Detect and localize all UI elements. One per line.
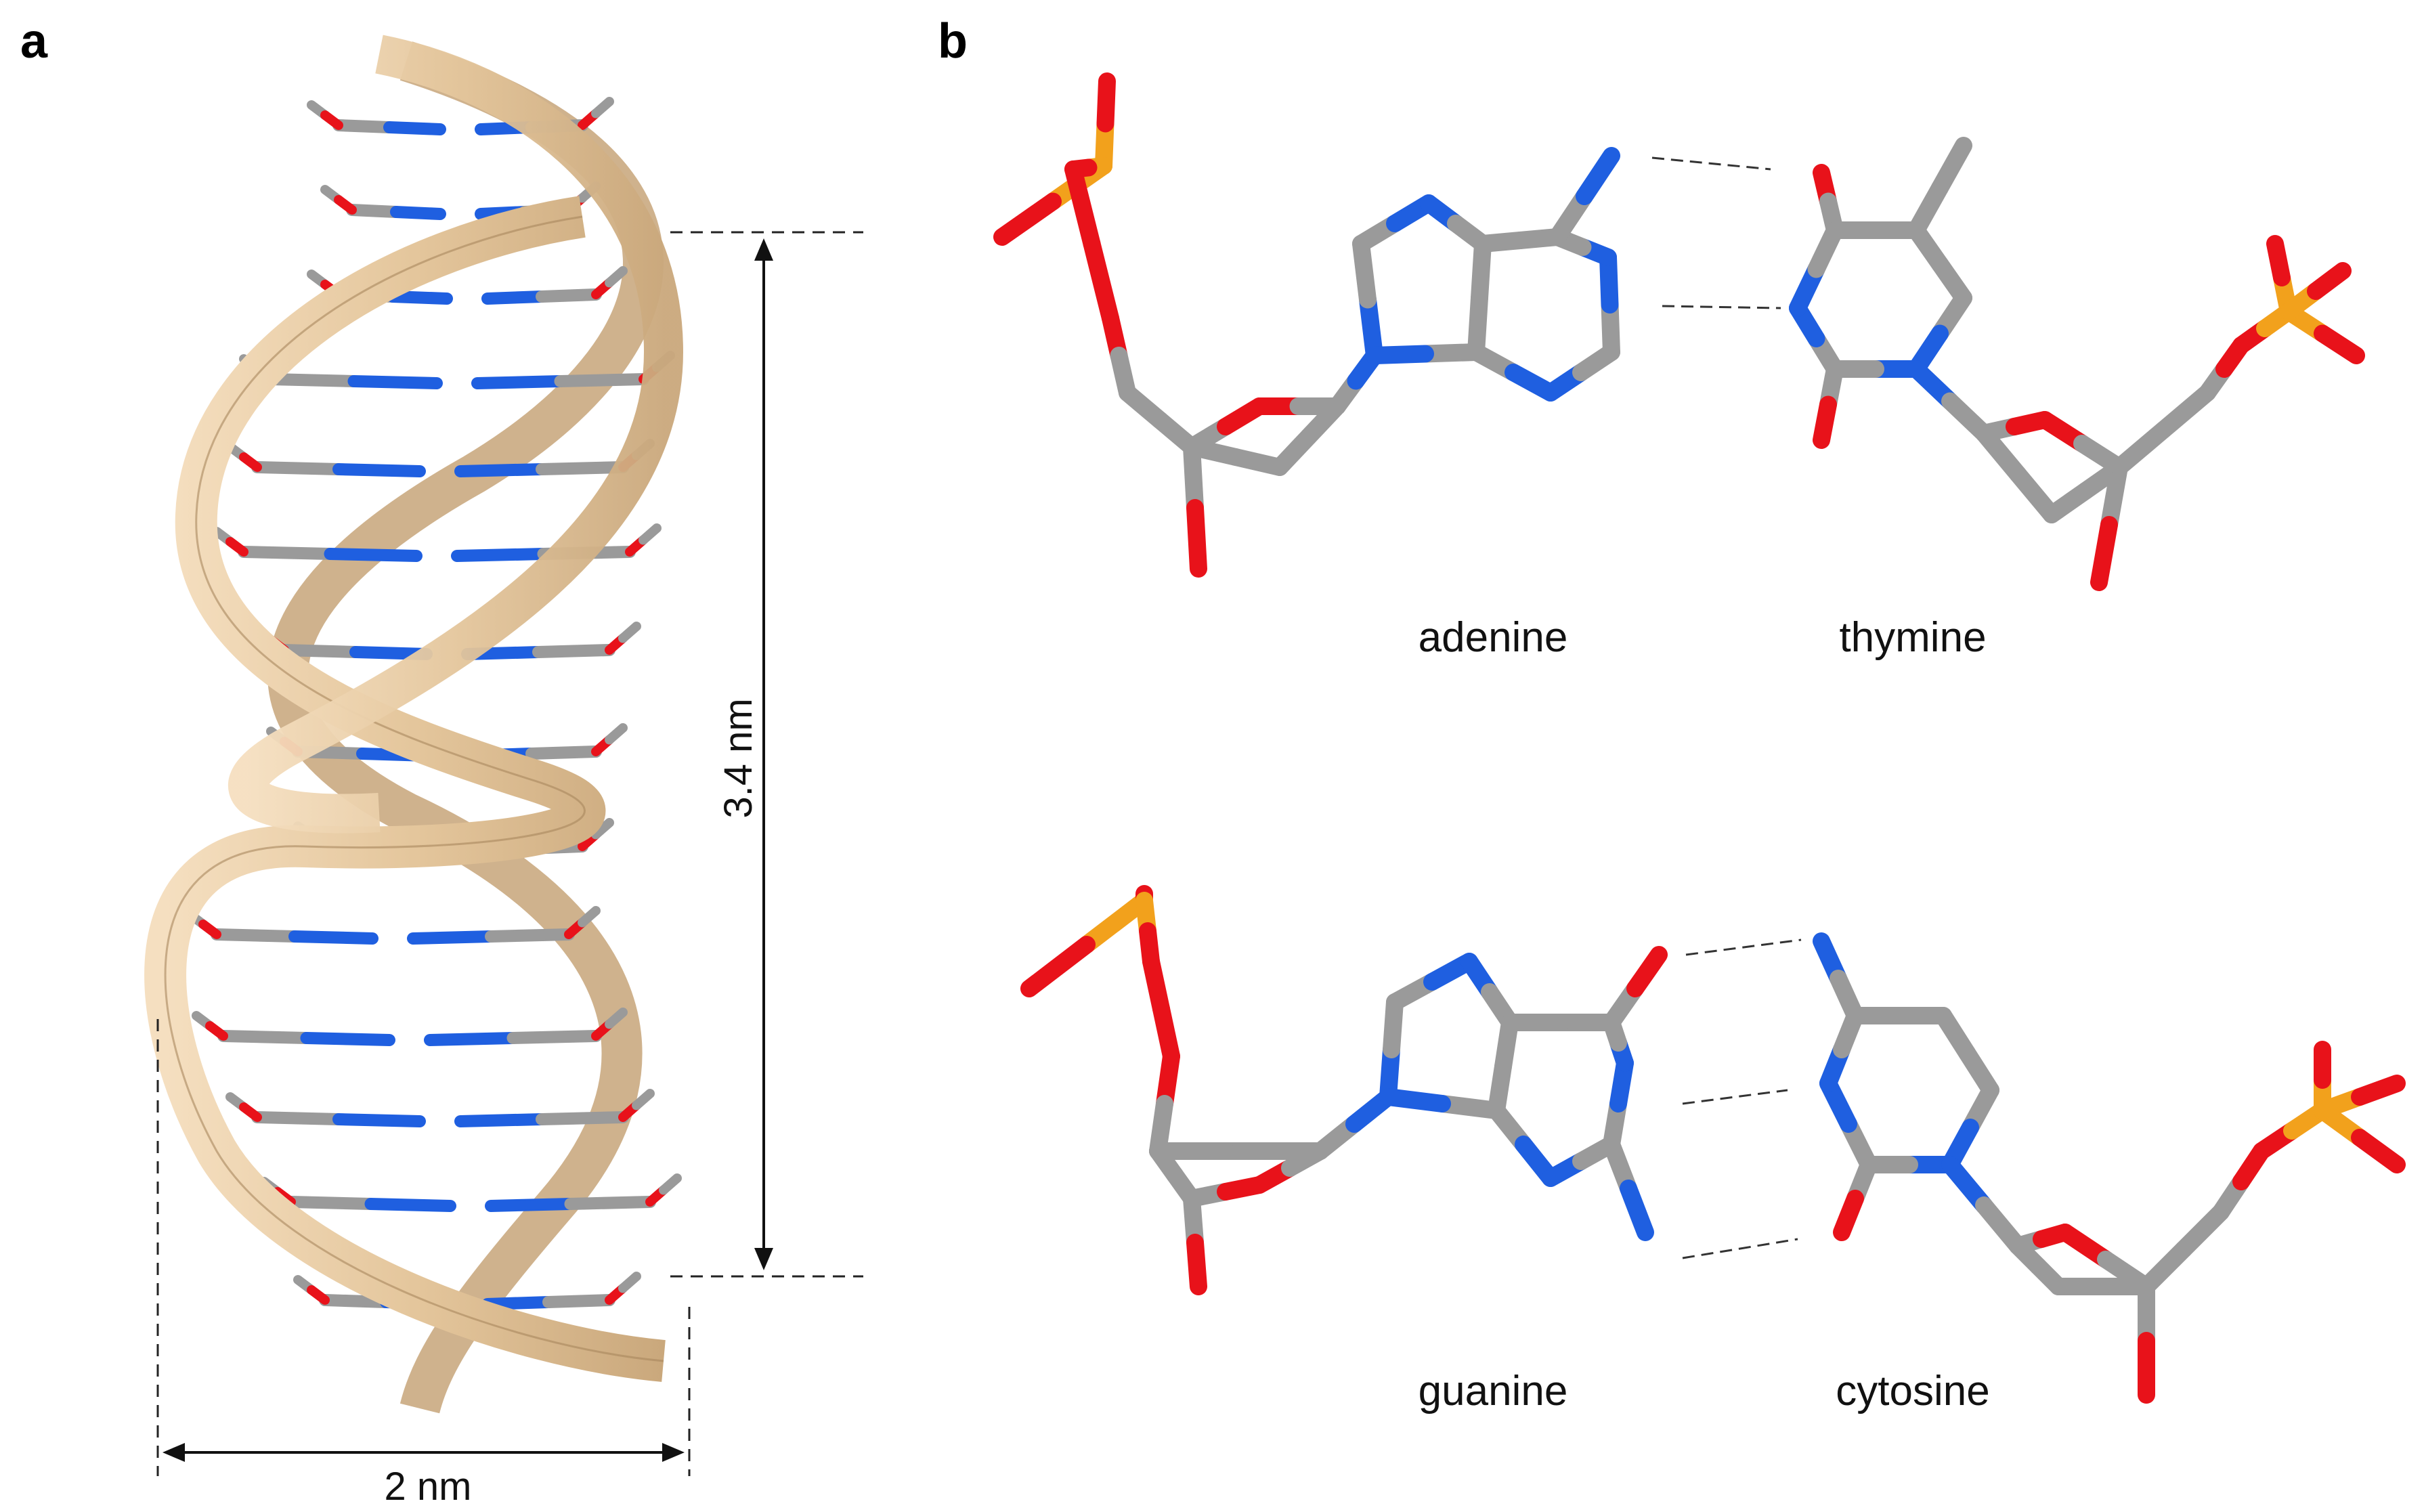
helix-base-pair-rung	[225, 439, 655, 477]
width-label: 2 nm	[385, 1465, 472, 1509]
cytosine-label: cytosine	[1836, 1368, 1989, 1414]
guanine-label: guanine	[1419, 1368, 1568, 1414]
dna-double-helix	[144, 35, 684, 1414]
helix-base-pair-rung	[225, 1089, 655, 1127]
thymine-molecule	[1789, 137, 2365, 591]
guanine-molecule	[1020, 885, 1668, 1295]
adenine-molecule	[993, 72, 1620, 578]
cytosine-molecule	[1813, 932, 2406, 1404]
thymine-label: thymine	[1839, 614, 1986, 661]
panel-a-letter: a	[20, 14, 48, 68]
width-dimension: 2 nm	[156, 1019, 691, 1509]
helix-base-pairs	[185, 97, 682, 1310]
adenine-label: adenine	[1419, 614, 1568, 661]
pitch-dimension: 3.4 nm	[670, 231, 863, 1278]
helix-base-pair-rung	[192, 1008, 628, 1046]
helix-front-strand-upper	[228, 35, 684, 834]
base-pair-molecules	[993, 72, 2406, 1404]
panel-b-letter: b	[938, 14, 968, 68]
helix-base-pair-rung	[259, 1173, 682, 1212]
hydrogen-bonds	[1651, 156, 1802, 1259]
pitch-label: 3.4 nm	[716, 698, 760, 818]
